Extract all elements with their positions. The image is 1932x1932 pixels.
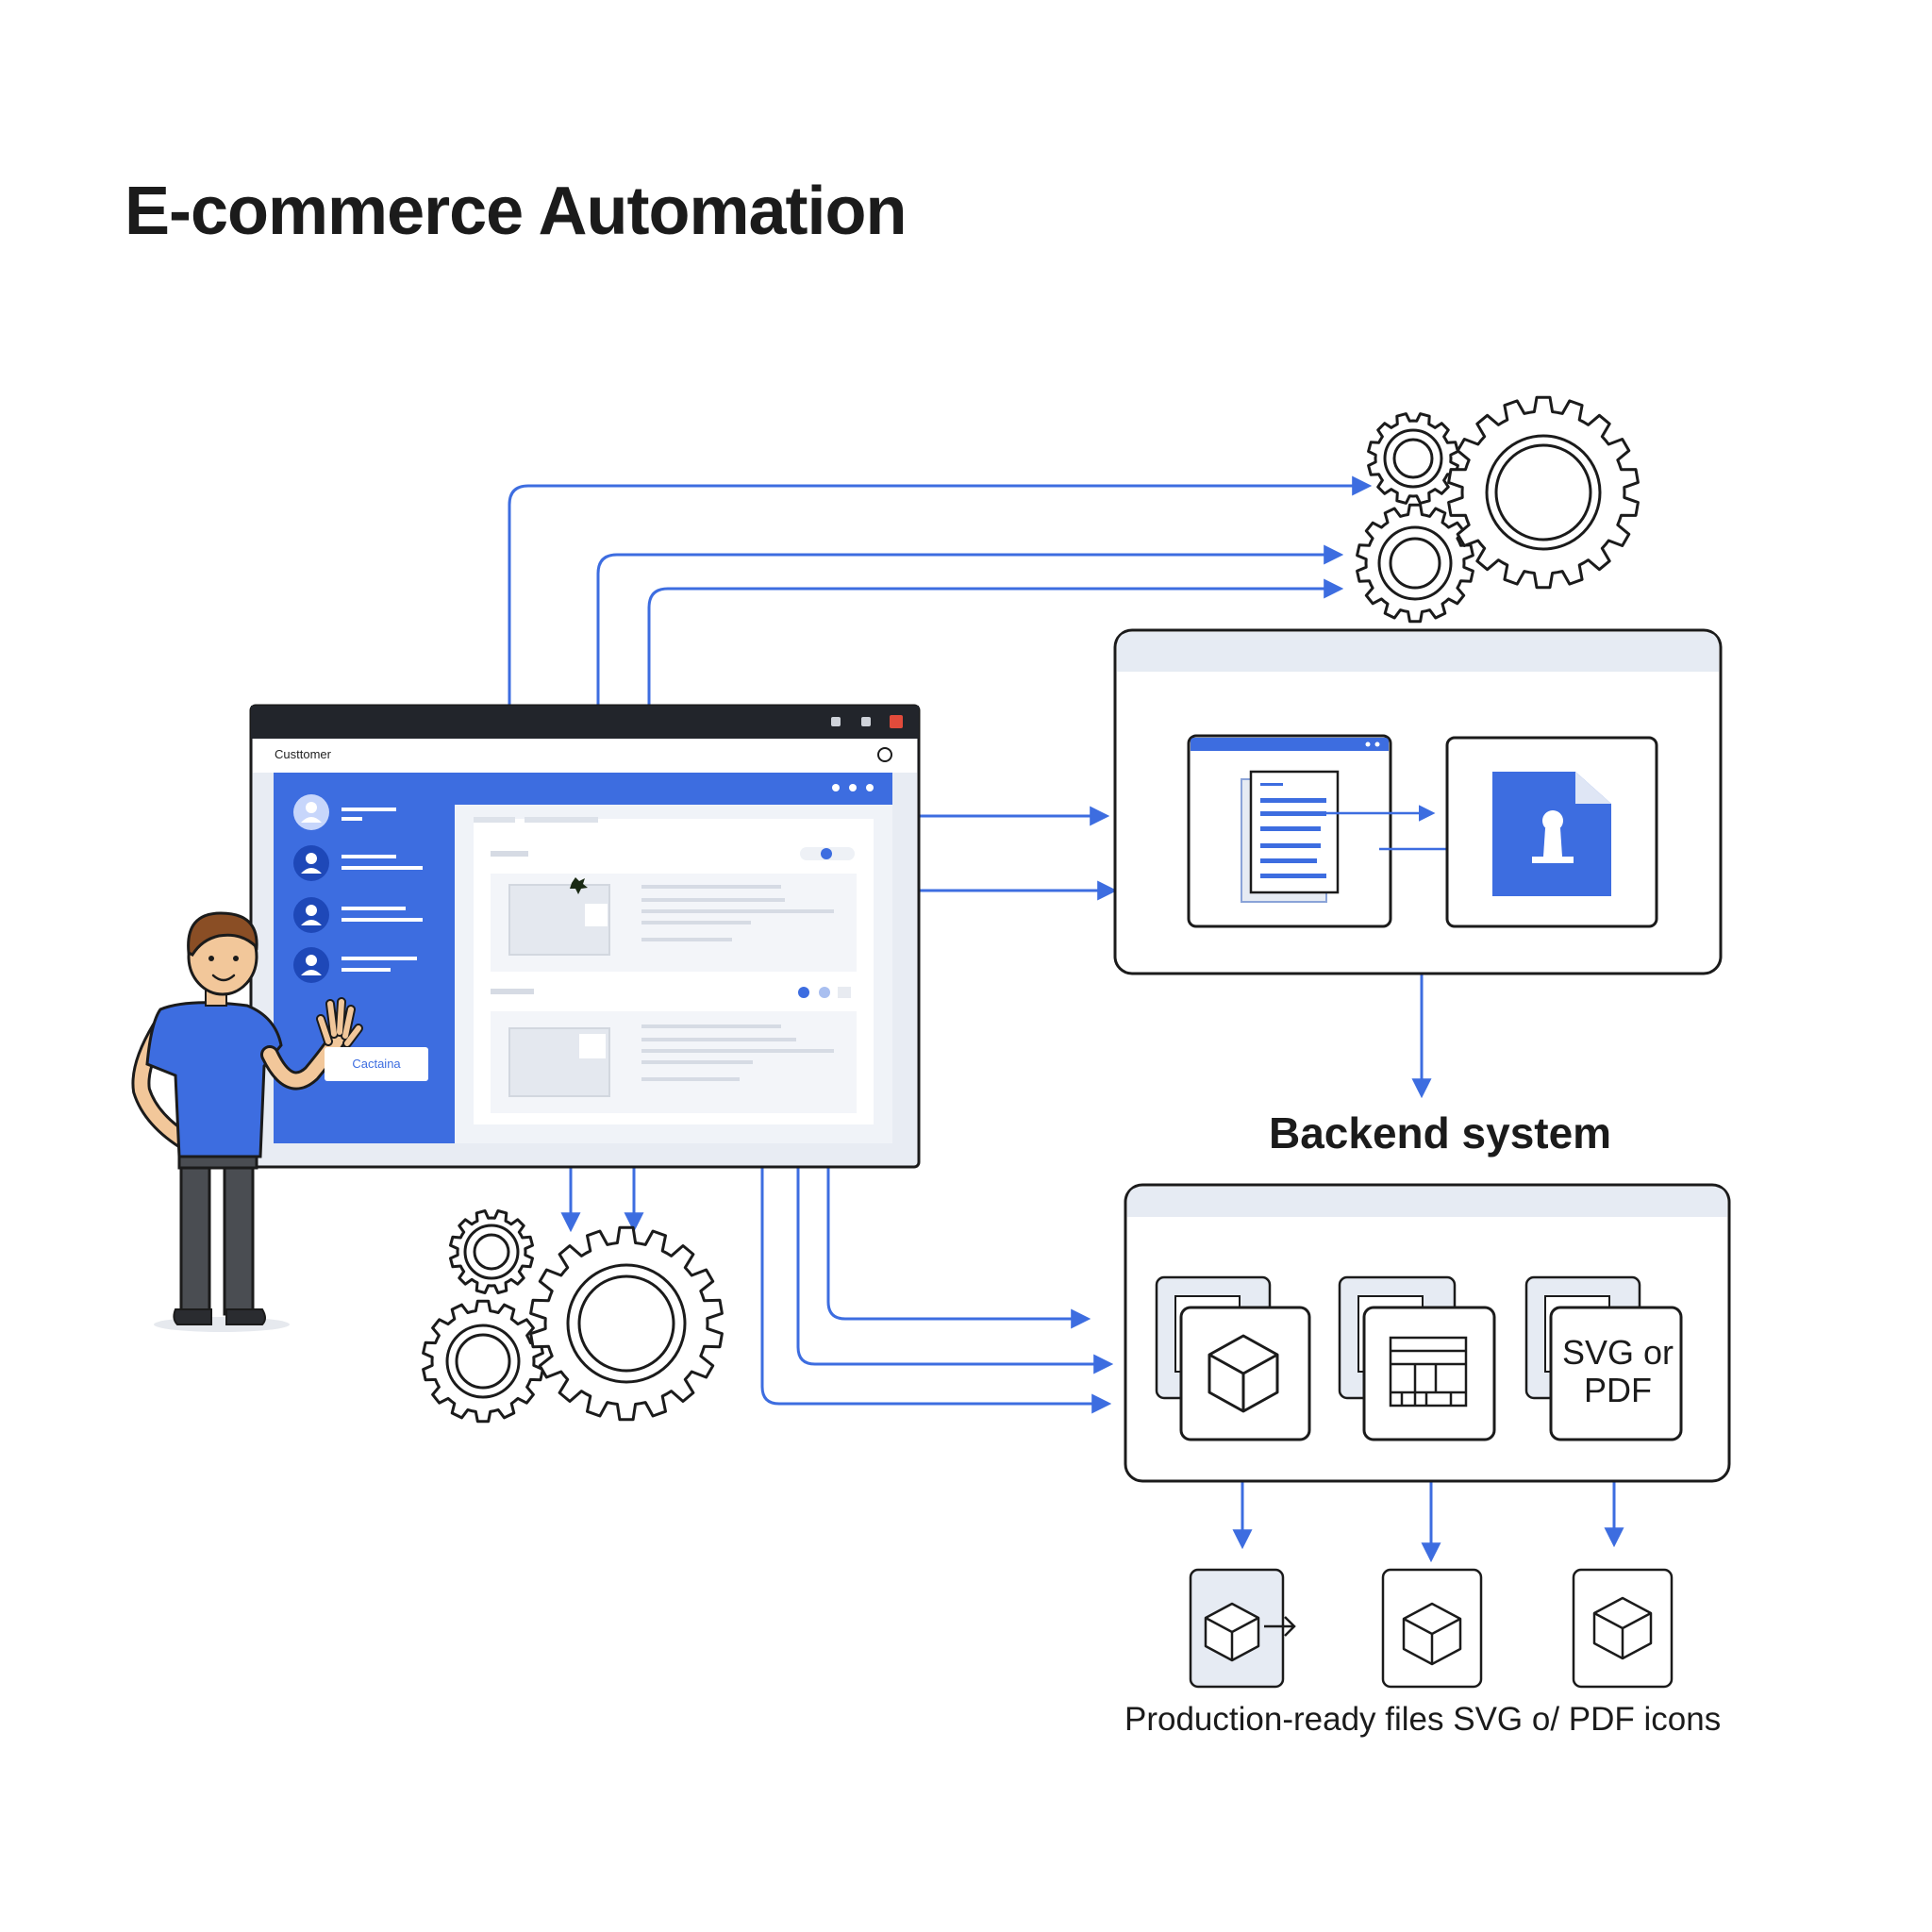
window-maximize-button[interactable] [861,717,871,726]
sparkle-icon [570,877,588,894]
person-illustration [131,911,363,1332]
product-list-item[interactable] [491,987,857,1113]
more-dot [866,784,874,791]
user-file-icon [1445,736,1658,928]
gear-icon [529,1225,724,1422]
more-dot [849,784,857,791]
gear-icon [1356,503,1474,624]
browser-addressbar [253,739,917,773]
sidebar-button[interactable]: Cactaina [325,1047,428,1081]
sidebar-user-list[interactable] [293,794,423,983]
svg-pdf-format-card[interactable] [1524,1275,1683,1441]
page-title: E-commerce Automation [125,174,907,249]
window-close-button[interactable] [890,715,903,728]
document-processing-panel [1113,628,1723,975]
avatar-icon [293,897,329,933]
product-list-item[interactable] [491,847,857,972]
layout-icon[interactable] [1338,1275,1496,1441]
gear-icon [1447,395,1640,590]
arrows-to-top-gears [508,475,1373,706]
footer-label: Production-ready files SVG o/ PDF icons [1124,1701,1722,1738]
chat-icon[interactable] [877,747,892,762]
browser-titlebar [251,706,919,739]
export-arrow-icon [1264,1616,1296,1637]
arrows-to-bottom-gears [560,1167,644,1233]
cube-icon [1204,1602,1260,1662]
browser-heading: Custtomer [275,747,331,761]
more-dot [832,784,840,791]
gear-icon [449,1209,534,1294]
backend-label: Backend system [1269,1108,1612,1158]
output-file-cube[interactable] [1381,1568,1483,1689]
cube-icon [1402,1602,1462,1666]
browser-window [249,704,921,1169]
format-box-label: SVG or PDF [1561,1333,1674,1409]
arrows-to-outputs [1232,1481,1624,1563]
gear-icon-group-top [1356,395,1640,624]
gear-icon [1367,412,1459,505]
output-files [1189,1568,1674,1689]
avatar-icon [293,845,329,881]
document-icon [1187,734,1492,928]
backend-panel [1124,1183,1731,1483]
output-file-cube[interactable] [1572,1568,1674,1689]
gear-icon [422,1299,544,1424]
cube-icon[interactable] [1155,1275,1311,1441]
avatar-icon [293,947,329,983]
output-file-export[interactable] [1189,1568,1296,1689]
avatar-icon [293,794,329,830]
cube-icon [1592,1596,1653,1660]
arrows-to-document-panel [919,806,1118,901]
window-minimize-button[interactable] [831,717,841,726]
gear-icon-group-bottom [422,1209,724,1424]
arrows-to-backend-panel [760,1167,1114,1414]
